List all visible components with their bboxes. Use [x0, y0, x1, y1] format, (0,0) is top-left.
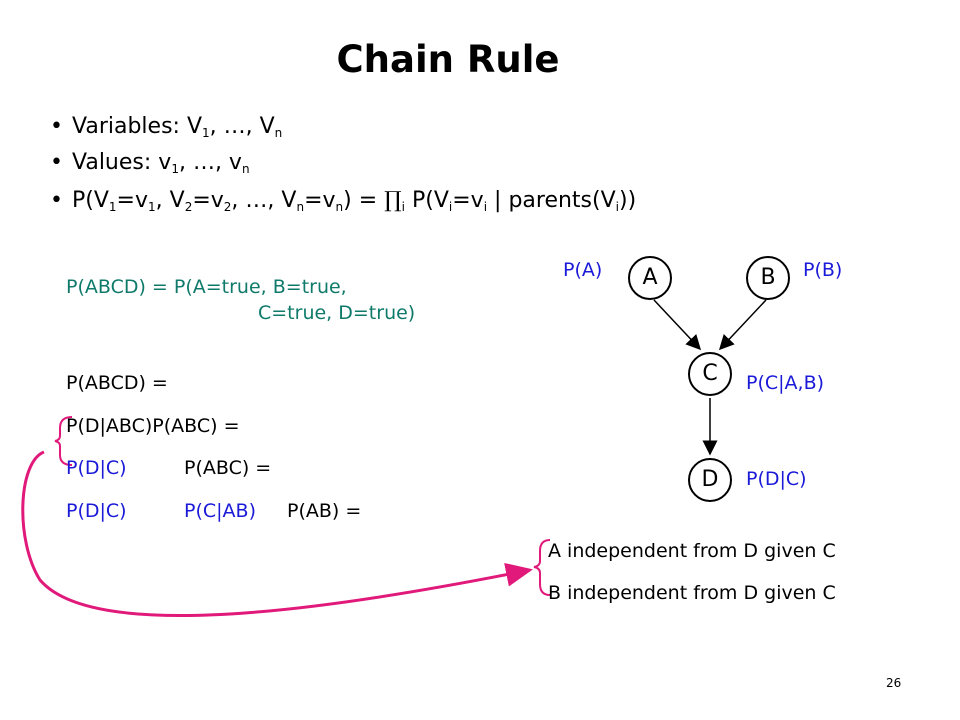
label-p-d-given-c: P(D|C) — [746, 468, 807, 490]
node-c: C — [688, 352, 732, 396]
node-d: D — [688, 458, 732, 502]
product-symbol: ∏ — [384, 188, 402, 213]
bullet-chain-rule-formula: •P(V1=v1, V2=v2, …, Vn=vn) = ∏i P(Vi=vi … — [50, 188, 637, 214]
label-p-c-given-ab: P(C|A,B) — [746, 372, 825, 394]
label-p-a: P(A) — [563, 259, 603, 281]
curved-arrow — [21, 450, 533, 618]
edge-a-c — [653, 299, 702, 351]
slide-title: Chain Rule — [336, 38, 560, 81]
edge-b-c — [718, 299, 767, 351]
independence-line2: B independent from D given C — [548, 582, 836, 604]
bullet-values: •Values: v1, …, vn — [50, 150, 250, 176]
derivation-row1: P(ABCD) = — [66, 372, 168, 394]
bullet-variables: •Variables: V1, …, Vn — [50, 114, 283, 140]
derivation-row4-rest: P(AB) = — [287, 500, 362, 522]
node-b: B — [746, 256, 790, 300]
page-number: 26 — [886, 676, 902, 690]
independence-line1: A independent from D given C — [548, 540, 836, 562]
definition-line1: P(ABCD) = P(A=true, B=true, — [66, 276, 347, 298]
derivation-row3-term: P(D|C) — [66, 457, 127, 479]
derivation-row2: P(D|ABC)P(ABC) = — [66, 415, 240, 437]
node-a: A — [628, 256, 672, 300]
label-p-b: P(B) — [803, 259, 843, 281]
derivation-row4-term2: P(C|AB) — [184, 500, 256, 522]
left-brace — [54, 416, 73, 466]
derivation-row3-rest: P(ABC) = — [184, 457, 272, 479]
right-brace — [533, 539, 551, 596]
derivation-row4-term1: P(D|C) — [66, 500, 127, 522]
definition-line2: C=true, D=true) — [258, 302, 416, 324]
